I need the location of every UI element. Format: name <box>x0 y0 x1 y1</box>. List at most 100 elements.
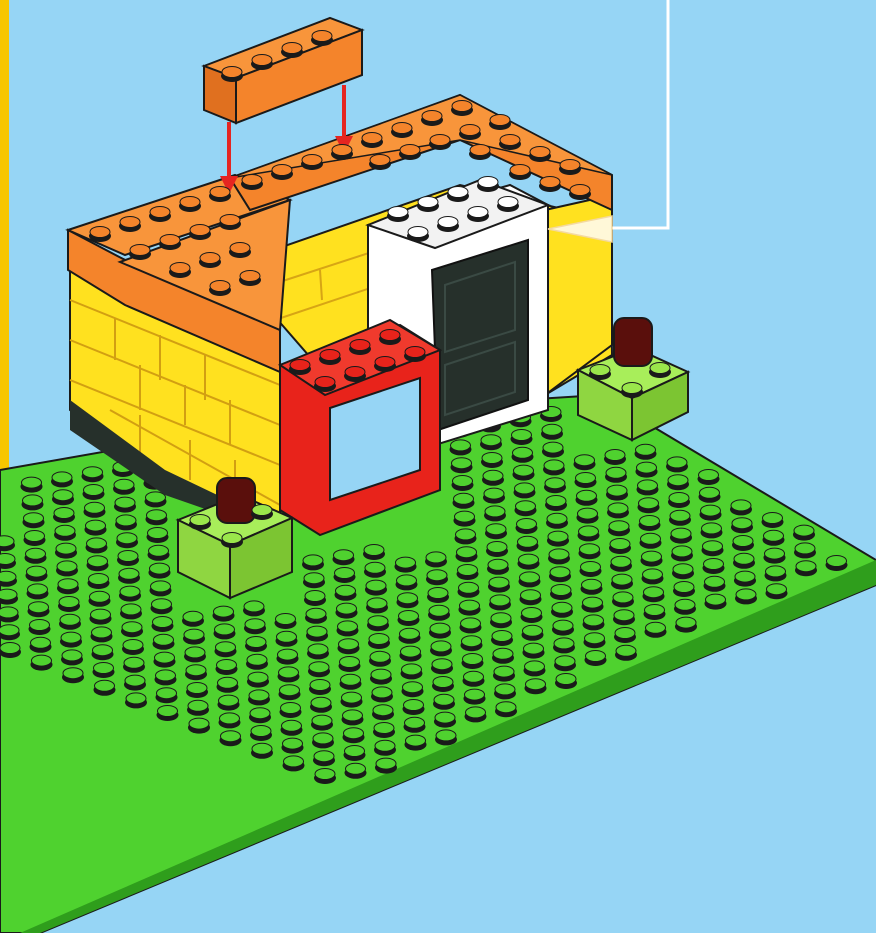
brick-stud <box>380 330 400 341</box>
baseplate-stud <box>373 705 393 716</box>
baseplate-stud <box>336 585 356 596</box>
baseplate-stud <box>396 557 416 568</box>
baseplate-stud <box>249 690 269 701</box>
baseplate-stud <box>487 542 507 553</box>
baseplate-stud <box>0 571 16 582</box>
baseplate-stud <box>464 671 484 682</box>
baseplate-stud <box>429 605 449 616</box>
baseplate-stud <box>706 594 726 605</box>
brick-stud <box>510 165 530 176</box>
baseplate-stud <box>488 559 508 570</box>
baseplate-stud <box>580 544 600 555</box>
brick-stud <box>422 111 442 122</box>
baseplate-stud <box>215 624 235 635</box>
baseplate-stud <box>343 710 363 721</box>
baseplate-stud <box>454 493 474 504</box>
baseplate-stud <box>403 682 423 693</box>
baseplate-stud <box>641 533 661 544</box>
baseplate-stud <box>60 614 80 625</box>
baseplate-stud <box>430 623 450 634</box>
baseplate-stud <box>734 553 754 564</box>
brick-stud <box>418 197 438 208</box>
brick-stud <box>400 145 420 156</box>
brick-stud <box>220 215 240 226</box>
baseplate-stud <box>371 669 391 680</box>
baseplate-stud <box>613 592 633 603</box>
brick-stud <box>570 185 590 196</box>
baseplate-stud <box>642 551 662 562</box>
baseplate-stud <box>56 543 76 554</box>
baseplate-stud <box>85 502 105 513</box>
baseplate-stud <box>579 526 599 537</box>
baseplate-stud <box>545 478 565 489</box>
baseplate-stud <box>125 675 145 686</box>
baseplate-stud <box>405 717 425 728</box>
baseplate-stud <box>147 510 167 521</box>
baseplate-stud <box>341 674 361 685</box>
baseplate-stud <box>674 582 694 593</box>
baseplate-stud <box>581 562 601 573</box>
baseplate-stud <box>404 700 424 711</box>
baseplate-stud <box>669 493 689 504</box>
baseplate-stud <box>124 657 144 668</box>
brick-stud <box>350 340 370 351</box>
baseplate-stud <box>582 579 602 590</box>
baseplate-stud <box>398 593 418 604</box>
baseplate-stud <box>53 490 73 501</box>
brick-stud <box>190 515 210 526</box>
baseplate-stud <box>584 615 604 626</box>
baseplate-stud <box>309 662 329 673</box>
baseplate-stud <box>465 689 485 700</box>
baseplate-stud <box>364 545 384 556</box>
baseplate-stud <box>303 555 323 566</box>
brick-stud <box>150 207 170 218</box>
baseplate-stud <box>342 692 362 703</box>
baseplate-stud <box>26 548 46 559</box>
brick-stud <box>282 43 302 54</box>
baseplate-stud <box>337 603 357 614</box>
baseplate-stud <box>340 657 360 668</box>
baseplate-stud <box>432 659 452 670</box>
baseplate-stud <box>553 620 573 631</box>
baseplate-stud <box>435 712 455 723</box>
baseplate-stud <box>307 626 327 637</box>
baseplate-stud <box>126 693 146 704</box>
brick-stud <box>345 367 365 378</box>
baseplate-stud <box>63 668 83 679</box>
baseplate-stud <box>84 485 104 496</box>
baseplate-stud <box>187 683 207 694</box>
baseplate-stud <box>462 636 482 647</box>
baseplate-stud <box>676 617 696 628</box>
brick-stud <box>590 365 610 376</box>
baseplate-stud <box>482 453 502 464</box>
baseplate-stud <box>372 687 392 698</box>
baseplate-stud <box>186 665 206 676</box>
baseplate-stud <box>547 513 567 524</box>
baseplate-stud <box>61 632 81 643</box>
baseplate-stud <box>585 633 605 644</box>
brick-stud <box>460 125 480 136</box>
baseplate-stud <box>251 726 271 737</box>
baseplate-stud <box>643 569 663 580</box>
baseplate-stud <box>583 597 603 608</box>
brick-stud <box>452 101 472 112</box>
baseplate-stud <box>611 556 631 567</box>
baseplate-stud <box>701 505 721 516</box>
brick-stud <box>252 55 272 66</box>
baseplate-stud <box>120 586 140 597</box>
baseplate-stud <box>277 631 297 642</box>
baseplate-stud <box>115 497 135 508</box>
baseplate-stud <box>214 606 234 617</box>
baseplate-stud <box>283 738 303 749</box>
brick-stud <box>320 350 340 361</box>
baseplate-stud <box>827 556 847 567</box>
baseplate-stud <box>512 430 532 441</box>
brick-stud <box>370 155 390 166</box>
brick-stud <box>408 227 428 238</box>
baseplate-stud <box>523 625 543 636</box>
baseplate-stud <box>250 708 270 719</box>
baseplate-stud <box>764 530 784 541</box>
baseplate-stud <box>551 585 571 596</box>
baseplate-stud <box>485 506 505 517</box>
